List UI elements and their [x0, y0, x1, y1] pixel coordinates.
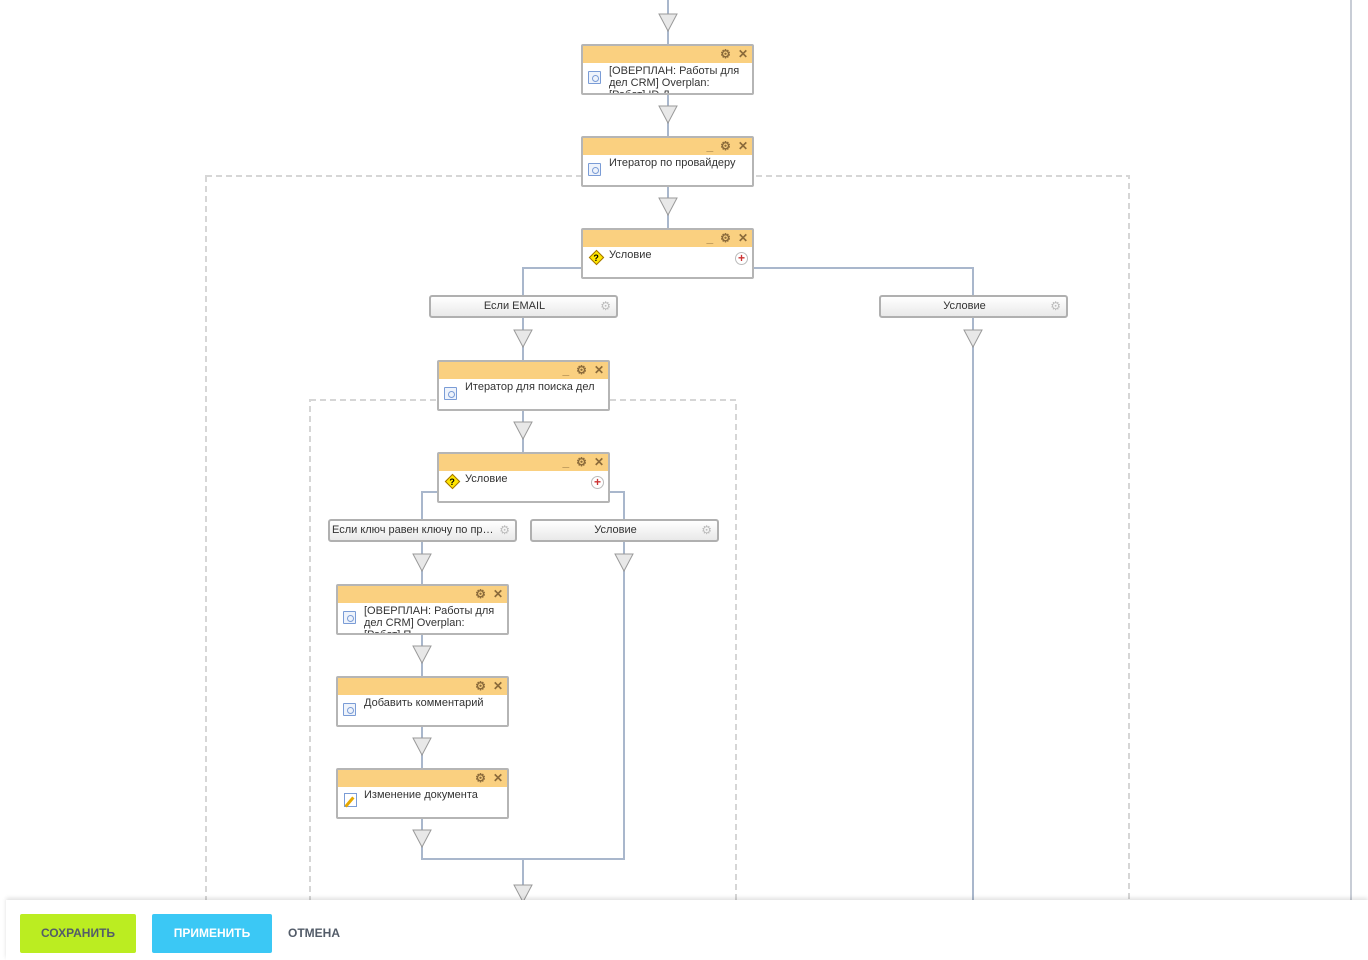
- connector-arrow-icon[interactable]: [658, 105, 678, 125]
- activity-icon: [343, 703, 356, 716]
- block-title: Изменение документа: [364, 789, 478, 801]
- minimize-icon[interactable]: _: [706, 231, 714, 245]
- footer-bar: СОХРАНИТЬ ПРИМЕНИТЬ ОТМЕНА: [6, 900, 1368, 960]
- branch-if-email[interactable]: Если EMAIL ⚙: [429, 295, 618, 318]
- iterator-frame-outer: [205, 175, 1130, 937]
- workflow-block-search-iterator[interactable]: _ ⚙ ✕ Итератор для поиска дел: [437, 360, 610, 411]
- settings-icon[interactable]: ⚙: [499, 523, 510, 537]
- activity-icon: [588, 163, 601, 176]
- block-title: [ОВЕРПЛАН: Работы для дел CRM] Overplan:…: [364, 605, 495, 633]
- settings-icon[interactable]: ⚙: [600, 299, 611, 313]
- branch-condition[interactable]: Условие ⚙: [879, 295, 1068, 318]
- block-title: Итератор для поиска дел: [465, 381, 595, 393]
- settings-icon[interactable]: ⚙: [475, 587, 486, 601]
- workflow-block-modify-document[interactable]: ⚙ ✕ Изменение документа: [336, 768, 509, 819]
- activity-icon: [444, 387, 457, 400]
- minimize-icon[interactable]: _: [562, 363, 570, 377]
- connector-arrow-icon[interactable]: [614, 553, 634, 573]
- minimize-icon[interactable]: _: [562, 455, 570, 469]
- branch-if-key-equals[interactable]: Если ключ равен ключу по пр… ⚙: [328, 519, 517, 542]
- branch-label: Условие: [943, 300, 986, 312]
- close-icon[interactable]: ✕: [492, 771, 503, 785]
- add-branch-icon[interactable]: +: [591, 476, 604, 489]
- block-title: Добавить комментарий: [364, 697, 484, 709]
- workflow-block-provider-iterator[interactable]: _ ⚙ ✕ Итератор по провайдеру: [581, 136, 754, 187]
- block-title: Условие: [465, 473, 508, 485]
- connector-arrow-icon[interactable]: [412, 553, 432, 573]
- connector-arrow-icon[interactable]: [412, 829, 432, 849]
- condition-icon: ?: [587, 249, 605, 266]
- workflow-block-condition[interactable]: _ ⚙ ✕ ? Условие +: [581, 228, 754, 279]
- add-branch-icon[interactable]: +: [735, 252, 748, 265]
- settings-icon[interactable]: ⚙: [701, 523, 712, 537]
- close-icon[interactable]: ✕: [492, 679, 503, 693]
- settings-icon[interactable]: ⚙: [1050, 299, 1061, 313]
- edit-document-icon: [344, 793, 357, 807]
- activity-icon: [588, 71, 601, 84]
- settings-icon[interactable]: ⚙: [720, 139, 731, 153]
- apply-button[interactable]: ПРИМЕНИТЬ: [152, 914, 272, 953]
- branch-label: Если EMAIL: [483, 300, 546, 312]
- close-icon[interactable]: ✕: [492, 587, 503, 601]
- minimize-icon[interactable]: _: [706, 139, 714, 153]
- connector-arrow-icon[interactable]: [513, 884, 533, 904]
- connector-arrow-icon[interactable]: [412, 645, 432, 665]
- branch-label: Условие: [594, 524, 637, 536]
- workflow-block-overplan-robot[interactable]: ⚙ ✕ [ОВЕРПЛАН: Работы для дел CRM] Overpl…: [581, 44, 754, 95]
- close-icon[interactable]: ✕: [593, 455, 604, 469]
- connector-arrow-icon[interactable]: [658, 13, 678, 33]
- activity-icon: [343, 611, 356, 624]
- connector-arrow-icon[interactable]: [658, 197, 678, 217]
- close-icon[interactable]: ✕: [737, 47, 748, 61]
- block-title: Условие: [609, 249, 652, 261]
- branch-label: Если ключ равен ключу по пр…: [332, 524, 494, 536]
- workflow-block-add-comment[interactable]: ⚙ ✕ Добавить комментарий: [336, 676, 509, 727]
- branch-condition-inner[interactable]: Условие ⚙: [530, 519, 719, 542]
- connector-arrow-icon[interactable]: [513, 329, 533, 349]
- close-icon[interactable]: ✕: [737, 231, 748, 245]
- condition-icon: ?: [443, 473, 461, 490]
- block-title: [ОВЕРПЛАН: Работы для дел CRM] Overplan:…: [609, 65, 740, 93]
- cancel-button[interactable]: ОТМЕНА: [288, 926, 340, 940]
- block-title: Итератор по провайдеру: [609, 157, 736, 169]
- workflow-block-condition-inner[interactable]: _ ⚙ ✕ ? Условие +: [437, 452, 610, 503]
- connector-arrow-icon[interactable]: [963, 329, 983, 349]
- connector-arrow-icon[interactable]: [513, 421, 533, 441]
- close-icon[interactable]: ✕: [593, 363, 604, 377]
- settings-icon[interactable]: ⚙: [475, 679, 486, 693]
- close-icon[interactable]: ✕: [737, 139, 748, 153]
- settings-icon[interactable]: ⚙: [576, 363, 587, 377]
- settings-icon[interactable]: ⚙: [720, 231, 731, 245]
- workflow-block-overplan-robot-2[interactable]: ⚙ ✕ [ОВЕРПЛАН: Работы для дел CRM] Overpl…: [336, 584, 509, 635]
- save-button[interactable]: СОХРАНИТЬ: [20, 914, 136, 953]
- settings-icon[interactable]: ⚙: [576, 455, 587, 469]
- settings-icon[interactable]: ⚙: [720, 47, 731, 61]
- settings-icon[interactable]: ⚙: [475, 771, 486, 785]
- connector-arrow-icon[interactable]: [412, 737, 432, 757]
